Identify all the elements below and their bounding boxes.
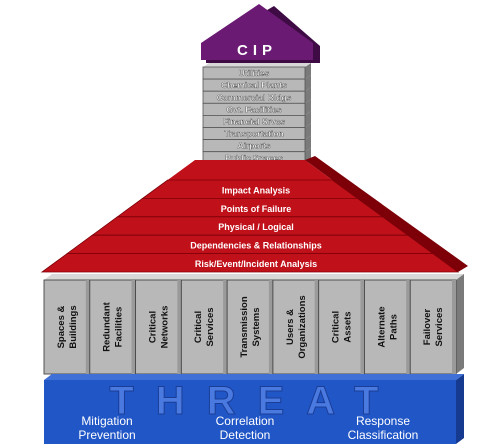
sector-side xyxy=(305,123,311,140)
pillar-label: Facilities xyxy=(114,307,125,348)
pillar-shade xyxy=(406,280,411,374)
pillar xyxy=(180,279,228,375)
base-column-label: Mitigation xyxy=(81,414,132,428)
analysis-layer-label: Dependencies & Relationships xyxy=(190,241,322,251)
pillar xyxy=(318,279,365,375)
analysis-layer-label: Risk/Event/Incident Analysis xyxy=(195,259,317,269)
pillar-label: Redundant xyxy=(102,301,113,351)
sector-side xyxy=(305,135,311,152)
pillar-shade xyxy=(452,280,456,374)
pillar-label: Failover xyxy=(422,308,433,345)
pillar-label: Critical xyxy=(147,311,158,343)
pillar xyxy=(409,279,457,375)
sector-side xyxy=(305,99,311,116)
pillar-shade xyxy=(223,280,228,374)
pillar-label: Paths xyxy=(388,314,399,340)
sector-label: Gvt. Facilities xyxy=(226,104,282,114)
cap-arrow xyxy=(201,4,313,60)
base-column-label: Classification xyxy=(348,428,419,442)
sector-side xyxy=(305,111,311,128)
pillar-shade xyxy=(131,280,136,374)
pillar-label: Spaces & xyxy=(56,305,67,348)
sector-label: Transportation xyxy=(224,129,284,139)
pillar-label: Services xyxy=(205,307,216,346)
analysis-layer-label: Physical / Logical xyxy=(218,222,294,232)
pillar-label: Assets xyxy=(343,311,354,342)
base-column-label: Prevention xyxy=(78,428,135,442)
pillar-label: Alternate xyxy=(376,306,387,347)
pillar-shade xyxy=(85,280,90,374)
pillar-shade xyxy=(314,280,319,374)
sector-side xyxy=(305,87,311,104)
base-column-label: Response xyxy=(356,414,410,428)
cap-title: CIP xyxy=(237,42,277,59)
pillar-shade xyxy=(177,280,182,374)
base-column-label: Correlation xyxy=(216,414,275,428)
sector-label: Chemical Plants xyxy=(221,80,287,90)
sector-top xyxy=(203,63,311,67)
pyramid-apex xyxy=(167,160,333,180)
pillar-label: Users & xyxy=(285,309,296,345)
pillar-label: Critical xyxy=(331,311,342,343)
analysis-layer-label: Impact Analysis xyxy=(222,185,290,195)
pillar xyxy=(135,279,182,375)
pillar-label: Systems xyxy=(251,307,262,346)
base-column-label: Detection xyxy=(220,428,271,442)
sector-side xyxy=(305,63,311,80)
pillar-shade xyxy=(268,280,273,374)
sector-label: Financial Srvcs xyxy=(223,117,286,127)
pillar xyxy=(89,279,137,375)
analysis-layer xyxy=(40,253,460,273)
pillar xyxy=(272,279,320,375)
analysis-layer-label: Points of Failure xyxy=(221,204,292,214)
pyramid-side xyxy=(305,156,468,272)
sector-label: Utilities xyxy=(239,68,270,78)
pillar xyxy=(226,279,274,375)
pillar-label: Buildings xyxy=(68,305,79,348)
pillar-label: Critical xyxy=(193,311,204,343)
sector-label: Commercial Bldgs xyxy=(217,92,292,102)
threat-base-side xyxy=(456,374,464,444)
threat-base-front xyxy=(44,380,456,444)
sector-label: Public Spaces xyxy=(225,153,283,163)
sector-side xyxy=(305,75,311,92)
threat-base-top xyxy=(44,374,464,380)
threat-watermark: THREAT xyxy=(109,379,400,423)
pillar-label: Services xyxy=(434,307,445,346)
pillar xyxy=(363,279,411,375)
pillar-row-side xyxy=(456,274,464,374)
pillar-label: Organizations xyxy=(297,295,308,358)
sector-label: Airports xyxy=(237,141,270,151)
pillar-row-top xyxy=(44,274,464,280)
pillar-label: Transmission xyxy=(239,296,250,357)
pillar-shade xyxy=(360,280,365,374)
pillar xyxy=(43,279,91,375)
cip-cap: CIP xyxy=(201,4,320,63)
pillar-label: Networks xyxy=(159,306,170,349)
